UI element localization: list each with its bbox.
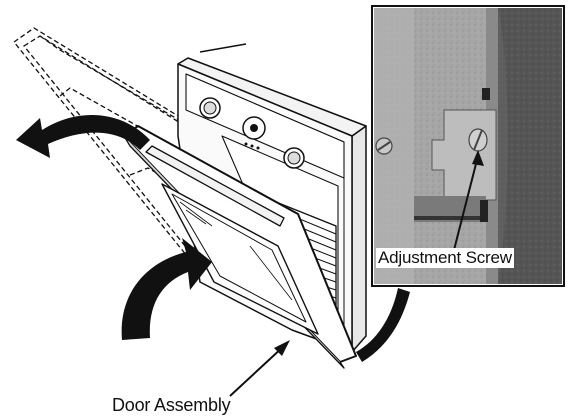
- clock-display-icon: [242, 116, 266, 150]
- adjustment-screw-inset: [371, 5, 565, 287]
- adjustment-screw-leader-arrow: [453, 150, 484, 251]
- lift-arrow-top-icon: [16, 115, 150, 158]
- door-assembly: [123, 125, 357, 369]
- hinge-screw-icon: [375, 137, 393, 155]
- control-knob-right-icon: [283, 147, 305, 169]
- door-assembly-leader-arrow: [229, 340, 290, 397]
- lift-arrow-bottom-icon: [121, 238, 212, 340]
- adjustment-screw-icon: [468, 128, 488, 152]
- control-knob-left-icon: [199, 97, 221, 119]
- hinge-callout-arrow-icon: [356, 288, 410, 362]
- adjustment-screw-label: Adjustment Screw: [376, 248, 514, 268]
- door-assembly-label: Door Assembly: [112, 395, 231, 415]
